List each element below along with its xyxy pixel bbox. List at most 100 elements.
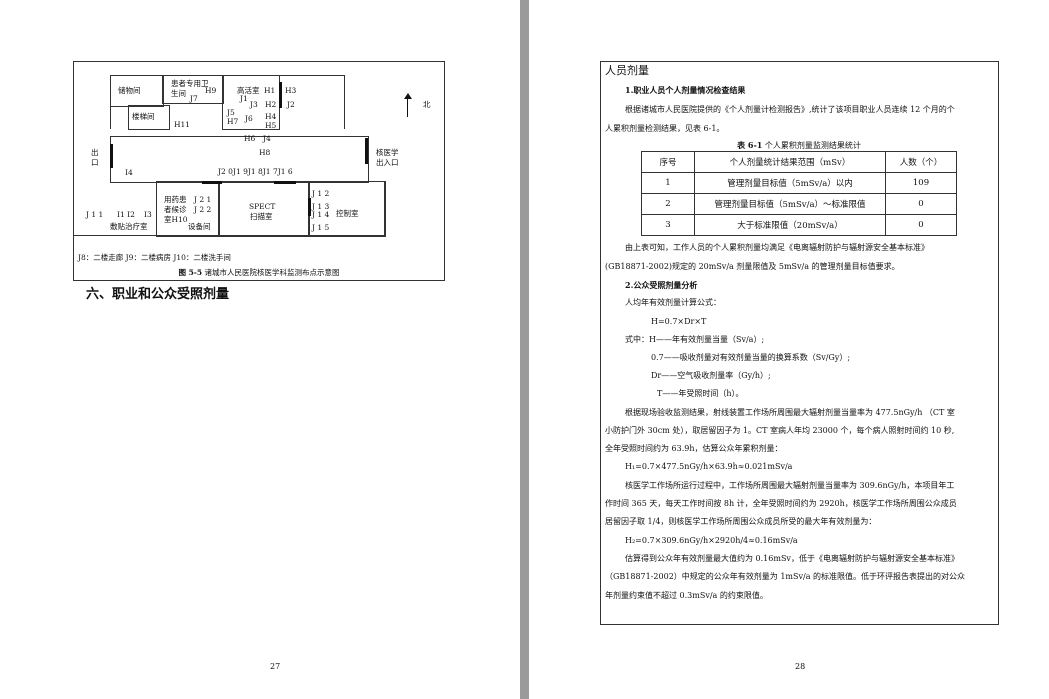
para-1-line-2: 人累积剂量检测结果，见表 6-1。 (605, 124, 725, 133)
label-equipment: 设备间 (188, 222, 211, 231)
figure-caption-number: 图 5-5 (178, 268, 203, 277)
point-J14: J 1 4 (312, 210, 330, 219)
table-caption: 表 6-1 个人累积剂量监测结果统计 (529, 140, 1049, 151)
table-cell: 管理剂量目标值（5mSv/a）～标准限值 (694, 193, 886, 215)
where-dr: Dr——空气吸收剂量率（Gy/h）; (651, 371, 771, 380)
label-waiting-3: 室H10 (164, 215, 188, 224)
para-4-line-1: 核医学工作场所运行过程中，工作场所周围最大辐射剂量当量率为 309.6nGy/h… (625, 481, 955, 490)
table-cell: 0 (885, 193, 957, 215)
label-spect-room: 扫描室 (250, 212, 273, 221)
west-door (110, 144, 113, 168)
point-H4: H4 (265, 112, 277, 121)
table-header: 序号 (641, 151, 695, 173)
point-H6: H6 (244, 134, 256, 143)
label-spect: SPECT (249, 202, 276, 211)
point-H8: H8 (259, 148, 271, 157)
section-title: 人员剂量 (605, 64, 649, 77)
floor-plan-legend: J8：二楼走廊 J9：二楼病房 J10：二楼洗手间 (78, 253, 231, 262)
para-2-line-2: (GB18871-2002)规定的 20mSv/a 剂量限值及 5mSv/a 的… (605, 262, 900, 271)
label-control-room: 控制室 (336, 209, 359, 218)
subsection-occupational: 1.职业人员个人剂量情况检查结果 (625, 85, 746, 95)
point-J5: J5 (227, 108, 235, 117)
point-J6: J6 (245, 114, 253, 123)
point-H2: H2 (265, 100, 277, 109)
corridor-points: J2 0J1 9J1 8J1 7J1 6 (218, 167, 293, 176)
para-1-line-1: 根据诸城市人民医院提供的《个人剂量计检测报告》,统计了该项目职业人员连续 12 … (625, 105, 955, 114)
table-cell: 3 (641, 214, 695, 236)
formula-h2: H₂=0.7×309.6nGy/h×2920h/4≈0.16mSv/a (625, 536, 798, 545)
label-nm-entrance-1: 核医学 (376, 148, 399, 157)
point-H3: H3 (285, 86, 297, 95)
waiting-room (156, 181, 220, 237)
table-cell: 管理剂量目标值（5mSv/a）以内 (694, 172, 886, 194)
formula-intro: 人均年有效剂量计算公式： (625, 298, 721, 307)
point-I1-I2: I1 I2 (117, 210, 135, 219)
table-cell: 109 (885, 172, 957, 194)
point-J11: J 1 1 (86, 210, 104, 219)
south-wing-outline (74, 181, 385, 236)
door-mark (308, 198, 311, 216)
para-4-line-3: 居留因子取 1/4，则核医学工作场所周围公众成员所受的最大年有效剂量为： (605, 517, 877, 526)
table-caption-number: 表 6-1 (737, 140, 763, 150)
page-number: 28 (795, 662, 806, 671)
para-4-line-2: 作时间 365 天，每天工作时间按 8h 计，全年受照时间约为 2920h，核医… (605, 499, 957, 508)
point-H5: H5 (265, 121, 277, 130)
table-header-row: 序号 个人剂量统计结果范围（mSv） 人数（个） (641, 151, 957, 173)
point-J13: J 1 3 (312, 202, 330, 211)
para-3-line-3: 全年受照时间约为 63.9h，估算公众年累积剂量： (605, 444, 783, 453)
point-J12: J 1 2 (312, 189, 330, 198)
para-3-line-2: 小防护门外 30cm 处），取居留因子为 1。CT 室病人年均 23000 个，… (605, 426, 955, 435)
point-J15: J 1 5 (312, 223, 330, 232)
point-J3: J3 (250, 100, 258, 109)
page-number: 27 (270, 662, 281, 671)
point-J22: J 2 2 (194, 205, 212, 214)
point-H11: H11 (174, 120, 191, 129)
table-row: 3 大于标准限值（20mSv/a） 0 (641, 214, 957, 236)
east-door (365, 138, 368, 164)
page-27: 储物间 患者专用卫 生间 楼梯间 高活室 用药患 者候诊 室H10 设备间 SP… (0, 0, 520, 699)
para-2-line-1: 由上表可知，工作人员的个人累积剂量均满足《电离辐射防护与辐射源安全基本标准》 (625, 243, 929, 252)
page-gap (520, 0, 529, 699)
stair-room (128, 105, 170, 130)
label-storage: 储物间 (118, 86, 141, 95)
where-t: T——年受照时间（h）。 (657, 389, 744, 398)
label-waiting-1: 用药患 (164, 195, 187, 204)
table-header: 个人剂量统计结果范围（mSv） (694, 151, 886, 173)
dose-table: 序号 个人剂量统计结果范围（mSv） 人数（个） 1 管理剂量目标值（5mSv/… (641, 151, 957, 236)
subsection-public: 2.公众受照剂量分析 (625, 280, 698, 290)
table-cell: 2 (641, 193, 695, 215)
where-h: 式中：H——年有效剂量当量（Sv/a）; (625, 335, 765, 344)
para-5-line-2: （GB18871-2002）中规定的公众年有效剂量为 1mSv/a 的标准限值。… (605, 572, 966, 581)
point-H7: H7 (227, 117, 239, 126)
north-arrow-icon (407, 97, 408, 117)
point-I3: I3 (144, 210, 152, 219)
shield-wall (279, 82, 282, 108)
point-J4: J4 (263, 134, 271, 143)
point-J21: J 2 1 (194, 195, 212, 204)
label-patient-toilet-2: 生间 (171, 89, 186, 98)
label-active-room: 高活室 (237, 86, 260, 95)
para-5-line-1: 估算得到公众年有效剂量最大值约为 0.16mSv，低于《电离辐射防护与辐射源安全… (625, 554, 959, 563)
point-I4: I4 (125, 168, 133, 177)
label-waiting-2: 者候诊 (164, 205, 187, 214)
where-coefficient: 0.7——吸收剂量对有效剂量当量的换算系数（Sv/Gy）; (651, 353, 851, 362)
table-cell: 1 (641, 172, 695, 194)
label-stairs: 楼梯间 (132, 112, 155, 121)
table-cell: 0 (885, 214, 957, 236)
point-J1: J1 (240, 94, 248, 103)
content-frame (600, 61, 999, 625)
door-mark (202, 181, 222, 184)
table-cell: 大于标准限值（20mSv/a） (694, 214, 886, 236)
figure-caption: 图 5-5 诸城市人民医院核医学科监测布点示意图 (74, 268, 444, 277)
page-28: 人员剂量 1.职业人员个人剂量情况检查结果 根据诸城市人民医院提供的《个人剂量计… (529, 0, 1049, 699)
patient-toilet-room (162, 75, 224, 104)
formula-h1: H₁=0.7×477.5nGy/h×63.9h≈0.021mSv/a (625, 462, 793, 471)
table-row: 1 管理剂量目标值（5mSv/a）以内 109 (641, 172, 957, 194)
north-arrow-head-icon (404, 93, 412, 99)
para-3-line-1: 根据现场验收监测结果，射线装置工作场所周围最大辐射剂量当量率为 477.5nGy… (625, 408, 955, 417)
label-treatment-room: 敷贴治疗室 (110, 222, 148, 231)
door-mark (274, 181, 296, 184)
table-row: 2 管理剂量目标值（5mSv/a）～标准限值 0 (641, 193, 957, 215)
formula: H=0.7×Dr×T (651, 317, 707, 326)
floor-plan-figure: 储物间 患者专用卫 生间 楼梯间 高活室 用药患 者候诊 室H10 设备间 SP… (73, 61, 445, 281)
